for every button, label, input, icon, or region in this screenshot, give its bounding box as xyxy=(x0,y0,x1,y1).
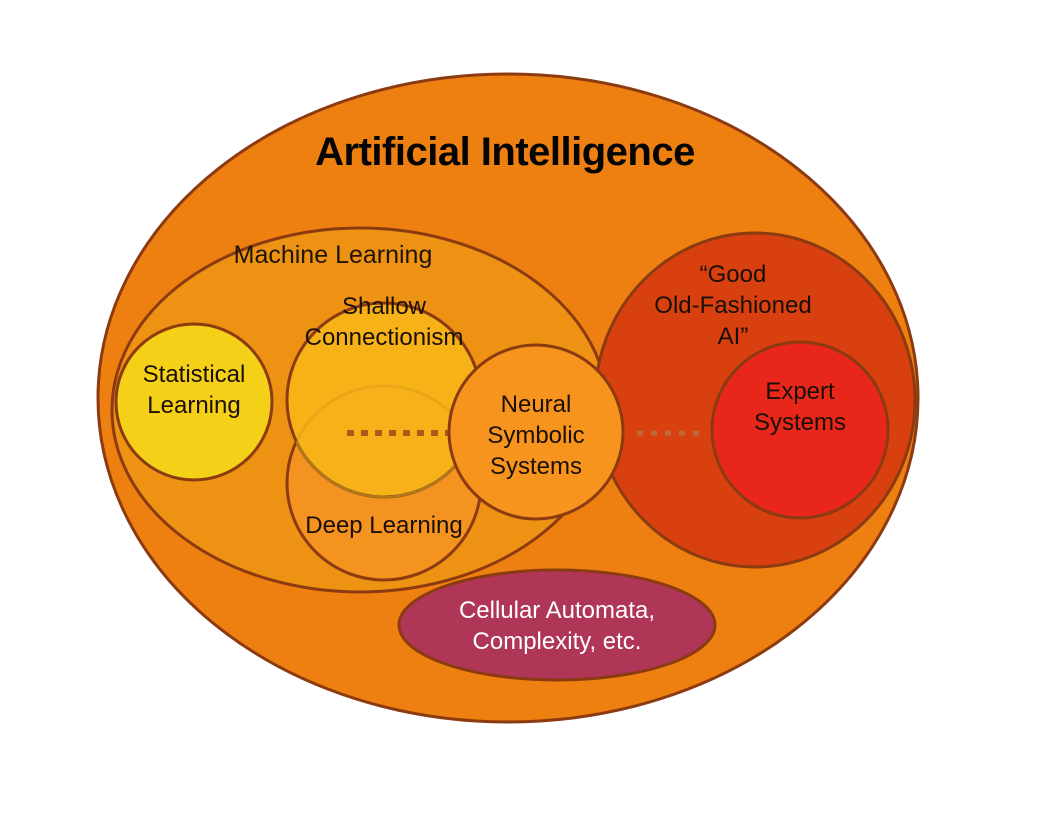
deep-learning-label: Deep Learning xyxy=(305,512,462,539)
gofai-label-line-3: AI” xyxy=(718,323,749,350)
neural-symbolic-label-line-1: Neural xyxy=(501,391,572,418)
expert-systems-label-line-2: Systems xyxy=(754,409,846,436)
node-expert-systems[interactable]: Expert Systems xyxy=(710,340,890,520)
gofai-label-line-1: “Good xyxy=(700,261,767,288)
node-statistical-learning[interactable]: Statistical Learning xyxy=(114,322,274,482)
artificial-intelligence-label: Artificial Intelligence xyxy=(315,130,695,174)
shallow-deep-overlap-outline xyxy=(287,386,481,499)
shallow-connectionism-label-line-1: Shallow xyxy=(342,293,427,320)
cellular-automata-ellipse[interactable] xyxy=(397,568,717,682)
statistical-learning-label-line-2: Learning xyxy=(147,392,240,419)
cellular-automata-label-line-1: Cellular Automata, xyxy=(459,597,655,624)
gofai-label-line-2: Old-Fashioned xyxy=(654,292,811,319)
node-shallow-connectionism[interactable]: Shallow Connectionism xyxy=(285,293,483,499)
shallow-connectionism-label-line-2: Connectionism xyxy=(305,324,464,351)
expert-systems-label-line-1: Expert xyxy=(765,378,835,405)
neural-symbolic-label-line-2: Symbolic xyxy=(487,422,584,449)
neural-symbolic-label-line-3: Systems xyxy=(490,453,582,480)
statistical-learning-label-line-1: Statistical xyxy=(143,361,246,388)
statistical-learning-circle[interactable] xyxy=(114,322,274,482)
node-cellular-automata[interactable]: Cellular Automata, Complexity, etc. xyxy=(397,568,717,682)
neural-symbolic-systems-circle[interactable] xyxy=(447,343,625,521)
cellular-automata-label-line-2: Complexity, etc. xyxy=(473,628,642,655)
machine-learning-label: Machine Learning xyxy=(234,241,433,269)
expert-systems-circle[interactable] xyxy=(710,340,890,520)
node-neural-symbolic-systems[interactable]: Neural Symbolic Systems xyxy=(447,343,625,521)
